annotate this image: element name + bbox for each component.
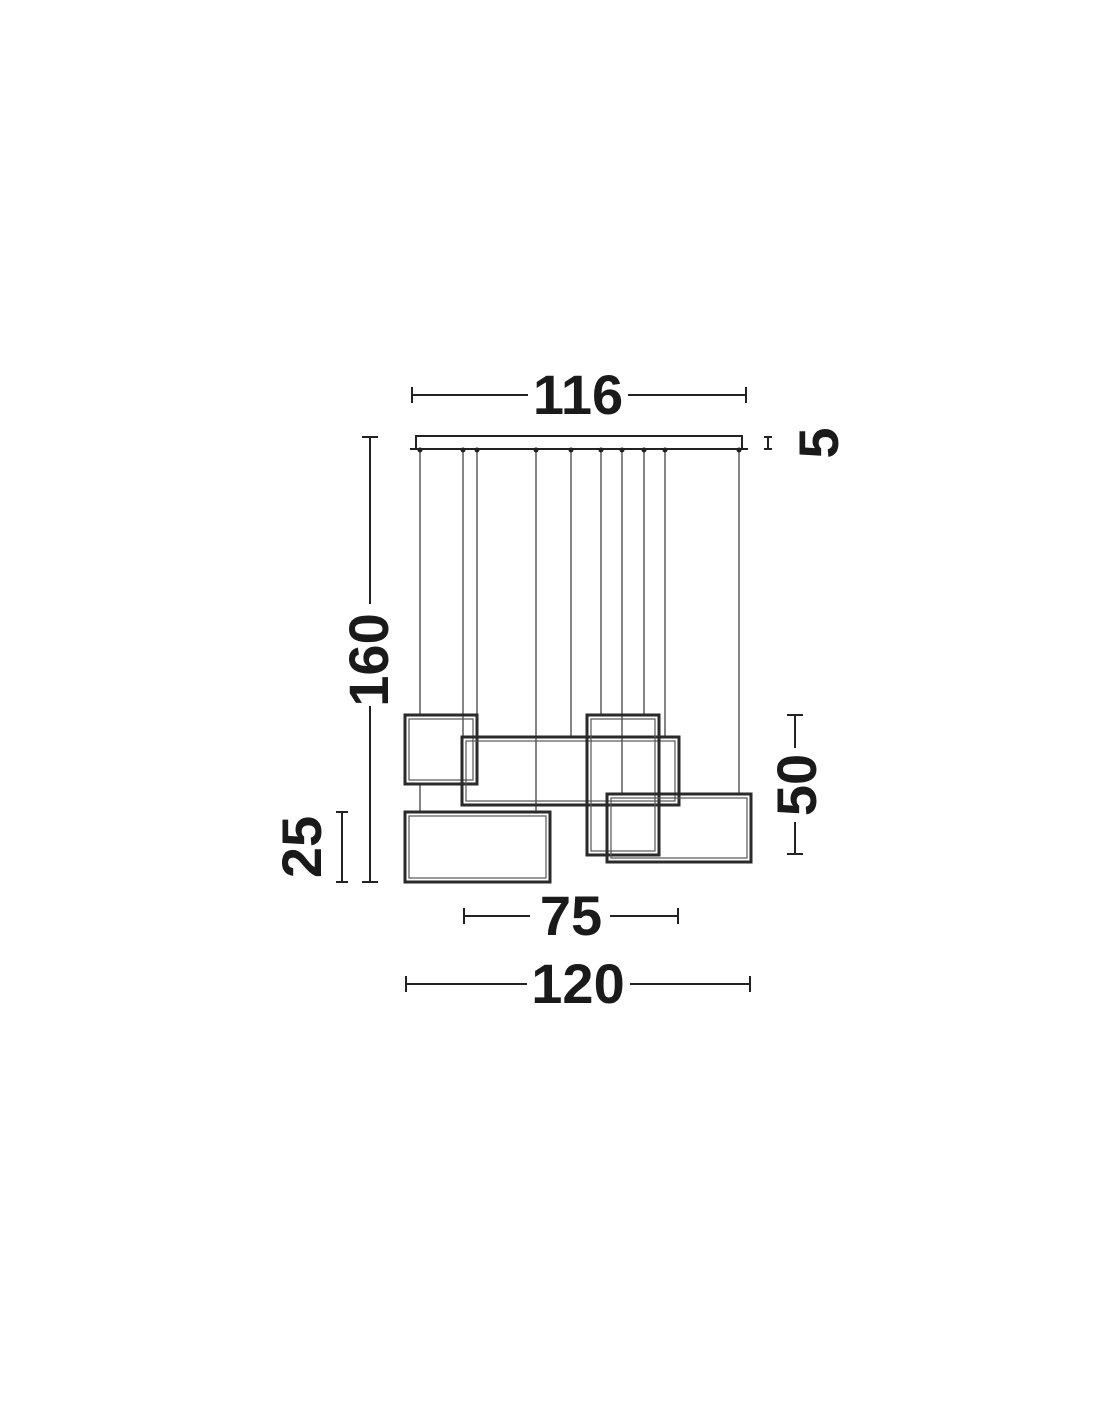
suspension-wires xyxy=(417,447,742,813)
dimension-overall-width: 120 xyxy=(405,952,751,1015)
dimension-label-canopy-height: 5 xyxy=(787,427,850,458)
dimension-label-max-height: 160 xyxy=(337,613,400,706)
frame-tall-right xyxy=(585,713,661,857)
ceiling-canopy xyxy=(410,435,748,450)
dimension-frame-height: 25 xyxy=(270,811,348,883)
dimension-canopy-height: 5 xyxy=(764,427,850,459)
frame-small-left xyxy=(403,713,479,786)
dimension-label-overall-width: 120 xyxy=(531,952,624,1015)
dimension-label-tall-frame: 50 xyxy=(765,754,828,816)
frame-lower-right xyxy=(605,792,753,864)
dimension-label-inner-width: 75 xyxy=(540,884,602,947)
dimension-inner-width: 75 xyxy=(463,884,679,947)
dimension-label-frame-height: 25 xyxy=(270,816,333,878)
frame-bottom-left xyxy=(403,810,552,884)
dimension-tall-frame: 50 xyxy=(765,714,828,855)
dimension-label-canopy-length: 116 xyxy=(533,363,623,426)
dimension-canopy-length: 116 xyxy=(411,363,747,426)
dimension-max-height: 160 xyxy=(337,436,400,883)
frame-wide-middle xyxy=(460,735,681,807)
